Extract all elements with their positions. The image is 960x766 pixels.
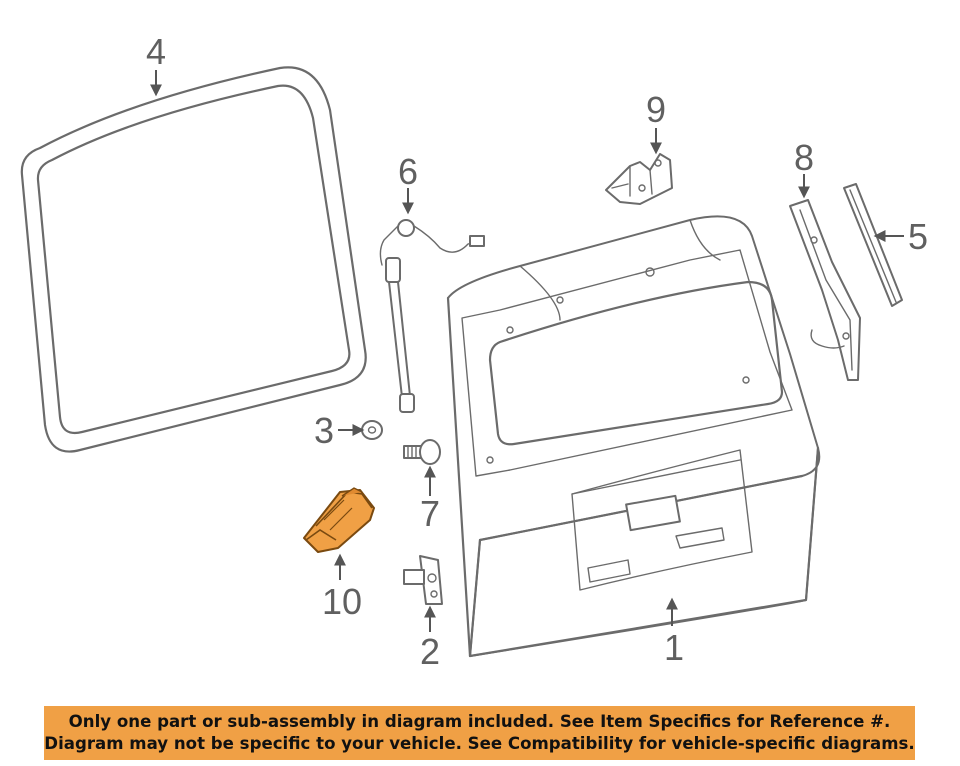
callout-10: 10: [322, 581, 362, 622]
leader-lines: [150, 70, 904, 632]
disclaimer-banner: Only one part or sub-assembly in diagram…: [44, 706, 915, 760]
part-6-lift-strut: [379, 219, 485, 413]
part-10-module: [303, 487, 375, 553]
callout-6: 6: [398, 151, 418, 192]
part-4-seal: [20, 66, 367, 453]
callout-7: 7: [420, 493, 440, 534]
callout-8: 8: [794, 137, 814, 178]
part-9-hinge: [605, 153, 673, 205]
part-5-trim-strip: [843, 183, 903, 307]
disclaimer-line-1: Only one part or sub-assembly in diagram…: [68, 712, 891, 731]
callout-2: 2: [420, 631, 440, 672]
callout-1: 1: [664, 627, 684, 668]
part-3-nut: [361, 420, 383, 440]
callout-3: 3: [314, 410, 334, 451]
callout-4: 4: [146, 31, 166, 72]
disclaimer-line-2: Diagram may not be specific to your vehi…: [44, 734, 915, 753]
part-7-bolt: [403, 439, 441, 465]
part-2-striker: [403, 555, 443, 605]
part-1-liftgate: [446, 215, 821, 658]
part-8-side-molding: [789, 199, 861, 381]
callout-numbers: 4 6 9 8 5 3 7 10 2 1: [146, 31, 928, 672]
parts-diagram: 4 6 9 8 5 3 7 10 2 1: [20, 31, 928, 672]
callout-5: 5: [908, 216, 928, 257]
callout-9: 9: [646, 89, 666, 130]
